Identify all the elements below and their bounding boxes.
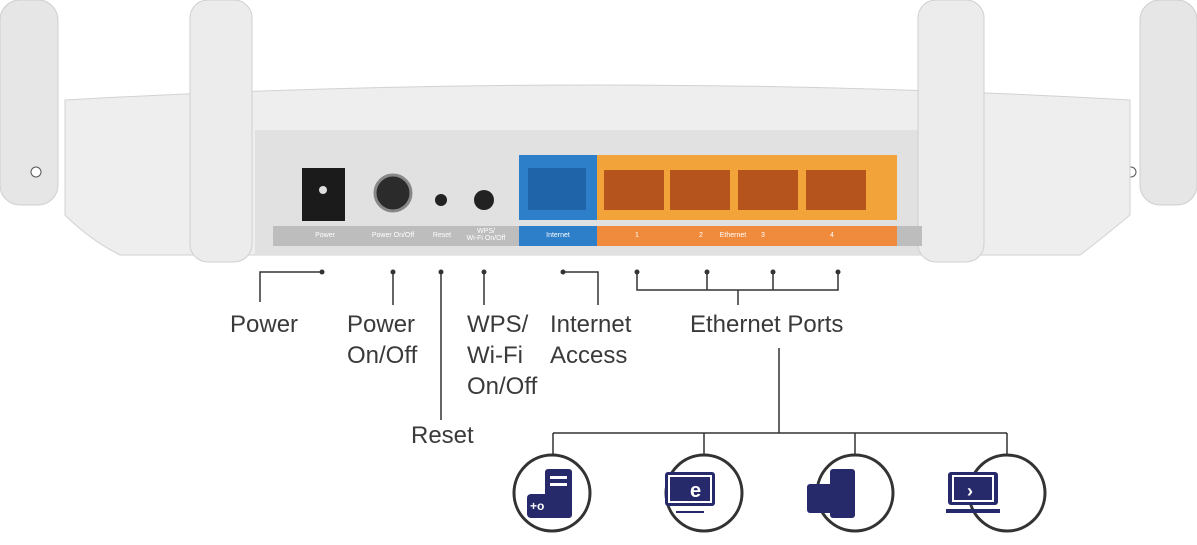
panel-label-power: Power bbox=[315, 232, 335, 239]
panel-label-reset: Reset bbox=[432, 232, 452, 239]
callout-power: Power bbox=[230, 311, 299, 338]
wps-button bbox=[474, 190, 494, 210]
power-jack bbox=[302, 168, 345, 221]
panel-label-internet: Internet bbox=[546, 232, 570, 239]
callout-wps: WPS/ Wi-Fi On/Off bbox=[467, 311, 538, 400]
svg-text:e: e bbox=[690, 480, 701, 502]
svg-text:+o: +o bbox=[530, 499, 544, 513]
callout-reset: Reset bbox=[411, 422, 474, 449]
callout-power-onoff: Power On/Off bbox=[347, 311, 418, 369]
callout-lines bbox=[259, 271, 1008, 455]
right-outer-antenna bbox=[1139, 0, 1197, 206]
panel-label-wps: WPS/ Wi-Fi On/Off bbox=[466, 228, 506, 242]
reset-hole bbox=[435, 194, 447, 206]
callout-ethernet: Ethernet Ports bbox=[690, 311, 844, 338]
panel-label-eth2: 2 bbox=[699, 232, 703, 239]
power-button bbox=[373, 173, 413, 213]
panel-label-ethernet: Ethernet bbox=[719, 232, 747, 239]
callout-internet: Internet Access bbox=[550, 311, 632, 369]
left-outer-antenna bbox=[0, 0, 59, 206]
panel-label-eth4: 4 bbox=[830, 232, 834, 239]
panel-label-eth3: 3 bbox=[761, 232, 765, 239]
panel-label-eth1: 1 bbox=[635, 232, 639, 239]
right-inner-antenna bbox=[917, 0, 985, 263]
svg-text:›: › bbox=[967, 481, 973, 501]
panel-label-power-onoff: Power On/Off bbox=[371, 232, 415, 239]
left-inner-antenna bbox=[189, 0, 253, 263]
